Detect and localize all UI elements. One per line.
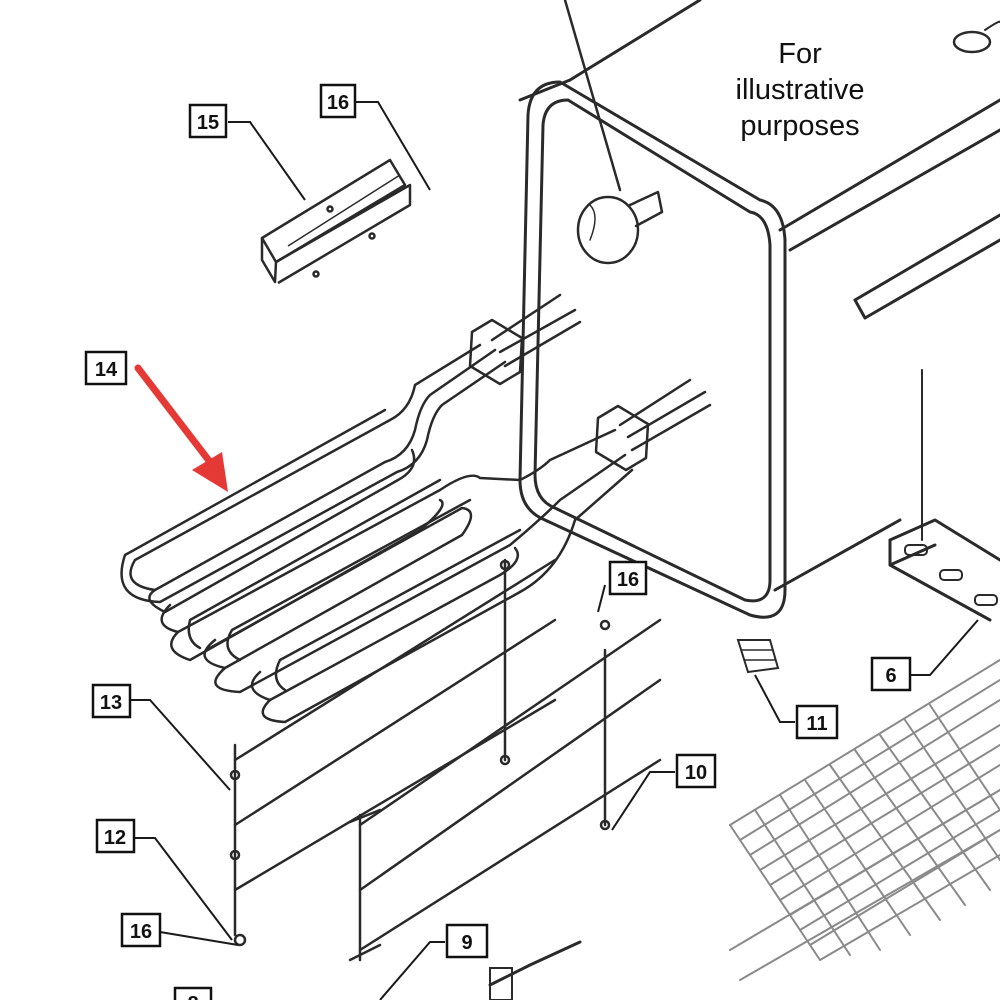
- callout-10: 10: [675, 753, 717, 789]
- heating-element-14: [120, 293, 712, 724]
- callout-14: 14: [84, 350, 128, 386]
- oven-cavity: [518, 0, 1000, 622]
- callout-8-label: 8: [187, 993, 198, 1000]
- callout-12: 12: [95, 818, 136, 854]
- callout-13: 13: [91, 683, 132, 719]
- callout-9: 9: [445, 923, 489, 959]
- callout-9-label: 9: [461, 932, 472, 954]
- callout-12-label: 12: [104, 827, 126, 849]
- callout-11-label: 11: [806, 713, 827, 735]
- callout-16: 16: [120, 912, 162, 948]
- callout-16: 16: [608, 560, 648, 596]
- note-line-1: For: [778, 38, 822, 70]
- callout-10-label: 10: [685, 762, 707, 784]
- shelf-supports: [229, 558, 780, 1000]
- callout-16-label: 16: [130, 921, 152, 943]
- highlight-arrow: [134, 364, 228, 492]
- note-line-3: purposes: [740, 110, 860, 142]
- callout-11: 11: [795, 704, 839, 740]
- leader-lines: [130, 101, 979, 1000]
- callout-16: 16: [319, 83, 357, 119]
- callout-13-label: 13: [100, 692, 122, 714]
- illustrative-note: For illustrative purposes: [700, 36, 900, 144]
- note-line-2: illustrative: [735, 74, 865, 106]
- callout-15: 15: [188, 103, 228, 139]
- callout-15-label: 15: [197, 112, 219, 134]
- bracket-15: [260, 158, 412, 285]
- oven-rack: [729, 659, 1000, 981]
- callout-6: 6: [870, 656, 912, 692]
- callout-16-label: 16: [617, 569, 639, 591]
- callout-6-label: 6: [885, 665, 896, 687]
- callout-14-label: 14: [95, 359, 118, 381]
- callout-16-label: 16: [327, 92, 349, 114]
- callout-8: 8: [173, 986, 213, 1000]
